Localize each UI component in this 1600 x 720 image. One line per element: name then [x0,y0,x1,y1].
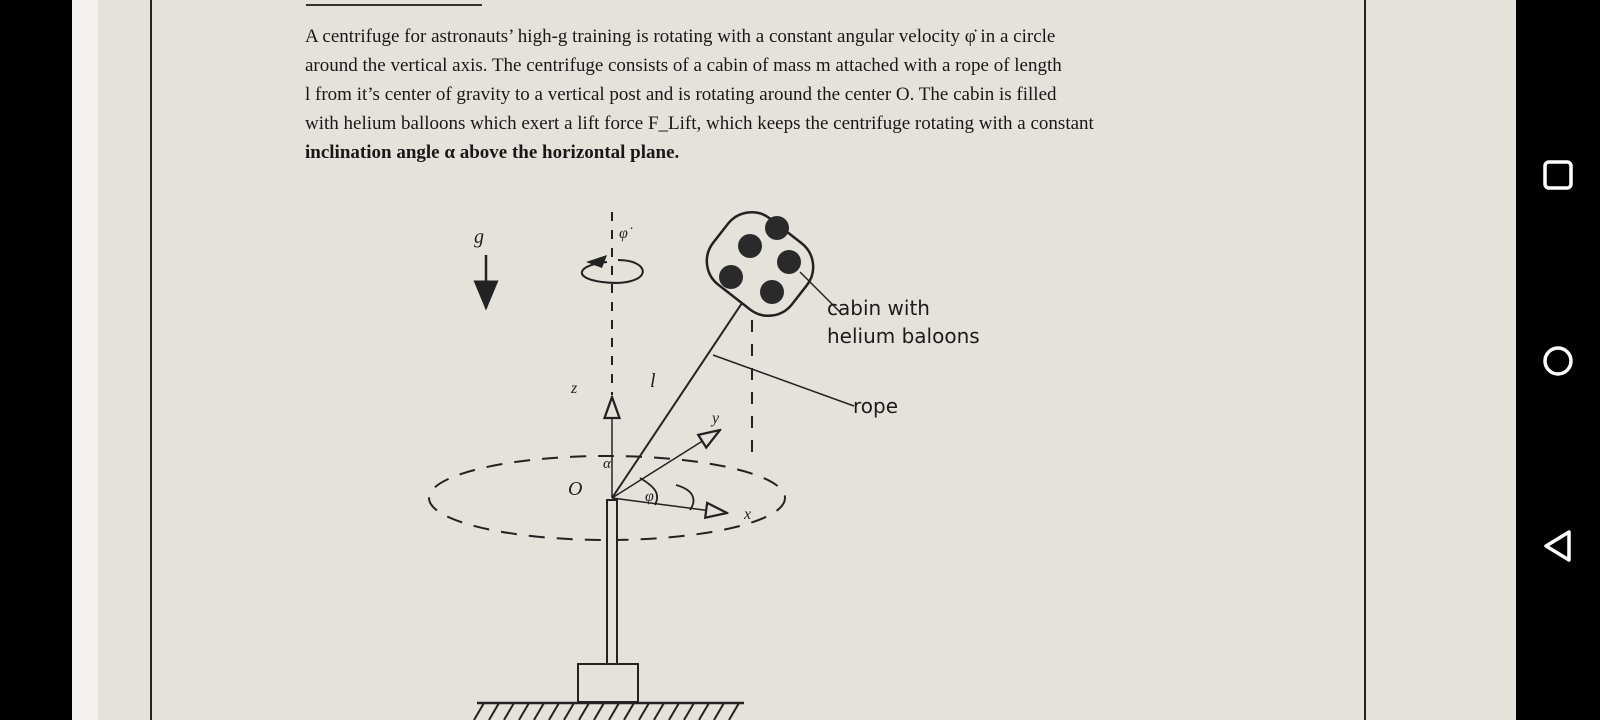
label-y: y [712,410,720,427]
ground-hatch [473,702,740,720]
post [606,499,618,666]
text-line: inclination angle α above the horizontal… [305,142,680,163]
alpha-arc [639,477,659,506]
rotation-arrow [580,259,644,284]
label-g: g [474,226,484,248]
back-button[interactable] [1536,524,1580,568]
text-line: A centrifuge for astronauts’ high-g trai… [305,26,1056,47]
home-button[interactable] [1536,339,1580,383]
heading-underline [306,4,482,6]
text-line: with helium balloons which exert a lift … [305,113,1094,134]
balloon [777,250,801,274]
label-alpha: α [603,456,611,472]
rope-line [611,287,753,499]
phi-arc [675,484,695,511]
triangle-back-icon [1544,530,1571,562]
centrifuge-diagram [428,210,855,720]
label-cabin-line1: cabin with [827,296,930,320]
text-line: l from it’s center of gravity to a verti… [305,84,1057,105]
frame-border-left [150,0,152,720]
circle-icon [1543,346,1573,376]
square-icon [1543,160,1573,190]
balloon [719,265,743,289]
android-navigation-bar [1516,0,1600,720]
balloon [760,280,784,304]
label-rope: rope [853,394,899,418]
document-photo: A centrifuge for astronauts’ high-g trai… [72,0,1516,720]
label-x: x [744,506,752,523]
problem-text: A centrifuge for astronauts’ high-g trai… [305,22,1125,167]
label-rope-length: l [650,370,656,392]
page-edge [72,0,98,720]
rope-callout [712,354,855,407]
recent-apps-button[interactable] [1536,153,1580,197]
label-phi: φ [645,488,654,505]
x-axis-arrow [611,497,727,513]
rotation-circle [428,455,786,541]
text-line: around the vertical axis. The centrifuge… [305,55,1062,76]
label-origin: O [568,478,583,500]
balloon [765,216,789,240]
balloon [738,234,762,258]
cabin [705,210,815,318]
cabin-callout [799,271,841,313]
label-cabin-line2: helium baloons [827,324,980,348]
y-axis-arrow [611,430,720,499]
label-z: z [571,380,578,397]
label-angular-velocity: φ̇ [619,225,628,242]
frame-border-right [1364,0,1366,720]
post-base [577,663,639,703]
